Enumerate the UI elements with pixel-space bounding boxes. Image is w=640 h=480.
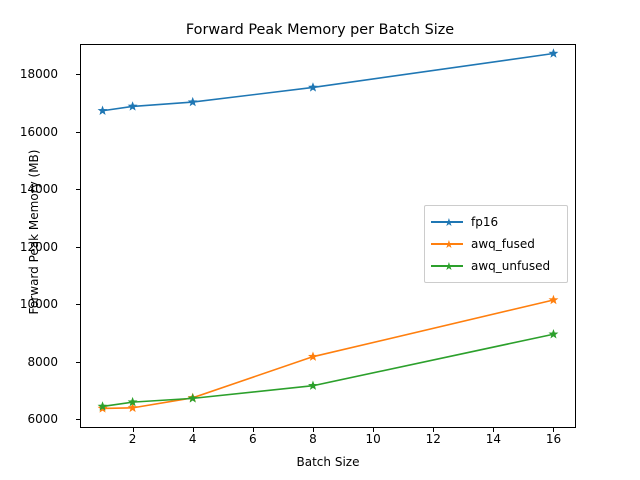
y-tick-mark	[76, 361, 80, 363]
y-tick-mark	[76, 419, 80, 421]
x-tick-mark	[252, 428, 254, 432]
series-lines	[97, 48, 559, 413]
data-point-awq_unfused-1	[97, 401, 108, 411]
y-tick-label: 16000	[19, 124, 58, 139]
legend-swatch-icon: ★	[431, 259, 463, 273]
line-awq_unfused	[102, 333, 554, 408]
x-tick-mark	[493, 428, 495, 432]
data-point-awq_unfused-8	[308, 380, 318, 390]
y-tick-label: 6000	[27, 412, 58, 427]
legend: ★ fp16 ★ awq_fused ★ awq_unfused	[424, 205, 568, 283]
x-tick-label: 12	[425, 432, 441, 446]
x-tick-mark	[433, 428, 435, 432]
y-tick-mark	[76, 189, 80, 191]
data-point-fp16-8	[308, 82, 318, 92]
legend-label: fp16	[471, 215, 499, 229]
line-awq_fused	[102, 299, 554, 410]
y-tick-mark	[76, 74, 80, 76]
legend-label: awq_unfused	[471, 259, 551, 273]
x-axis-label: Batch Size	[296, 455, 360, 469]
y-tick-label: 8000	[27, 354, 58, 369]
y-tick-mark	[76, 131, 80, 133]
x-tick-mark	[373, 428, 375, 432]
y-tick-mark	[76, 304, 80, 306]
line-fp16	[102, 52, 554, 112]
x-tick-mark	[312, 428, 314, 432]
x-tick-label: 14	[485, 432, 501, 446]
y-tick-label: 18000	[19, 67, 58, 82]
data-point-awq_unfused-16	[548, 329, 559, 339]
data-point-fp16-4	[187, 96, 198, 107]
legend-swatch-icon: ★	[431, 237, 463, 251]
data-point-awq_fused-16	[548, 294, 559, 305]
data-point-fp16-16	[548, 48, 559, 58]
legend-item-awq_unfused[interactable]: ★ awq_unfused	[431, 255, 561, 277]
y-axis-label: Forward Peak Memory (MB)	[27, 149, 41, 315]
x-tick-label: 8	[309, 432, 317, 446]
x-tick-mark	[192, 428, 194, 432]
x-tick-label: 4	[188, 432, 197, 446]
y-tick-label: 10000	[19, 297, 58, 312]
data-point-fp16-2	[127, 101, 138, 111]
x-tick-mark	[553, 428, 555, 432]
legend-swatch-icon: ★	[431, 215, 463, 229]
x-tick-label: 6	[249, 432, 257, 446]
x-tick-label: 16	[545, 432, 562, 446]
data-point-fp16-1	[97, 105, 108, 115]
x-tick-label: 10	[365, 432, 381, 446]
y-tick-label: 14000	[19, 182, 58, 197]
x-tick-label: 2	[128, 432, 137, 446]
data-point-awq_unfused-2	[127, 396, 138, 407]
page-title: Forward Peak Memory per Batch Size	[185, 22, 455, 38]
data-point-awq_unfused-4	[187, 393, 198, 403]
data-point-awq_fused-8	[308, 351, 318, 361]
legend-item-fp16[interactable]: ★ fp16	[431, 211, 561, 233]
legend-label: awq_fused	[471, 237, 535, 251]
legend-item-awq_fused[interactable]: ★ awq_fused	[431, 233, 561, 255]
x-tick-mark	[132, 428, 134, 432]
y-tick-mark	[76, 246, 80, 248]
data-point-awq_fused-2	[127, 402, 138, 413]
y-tick-label: 12000	[19, 239, 58, 254]
